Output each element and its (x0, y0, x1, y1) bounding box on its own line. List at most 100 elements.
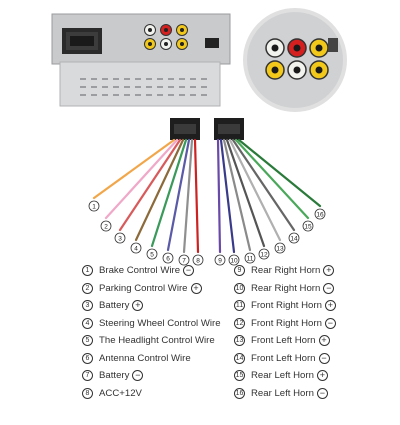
legend-number: 7 (82, 370, 93, 381)
svg-text:15: 15 (304, 224, 312, 231)
plus-icon: + (323, 265, 335, 276)
legend-label: Rear Right Horn (251, 265, 321, 276)
legend-label: Steering Wheel Control Wire (99, 317, 221, 329)
wire-7 (182, 138, 194, 254)
legend-label: Rear Left Horn (251, 387, 314, 399)
legend-item: 16 Rear Left Horn− (234, 387, 328, 399)
wire-15 (234, 138, 310, 220)
legend-number: 11 (234, 300, 245, 311)
wire-5 (150, 138, 188, 248)
plus-icon: + (324, 300, 336, 311)
minus-icon: − (316, 387, 328, 399)
legend-item: 2 Parking Control Wire+ (82, 282, 202, 294)
plus-icon: + (190, 282, 202, 294)
right-connector (214, 118, 244, 140)
wire-14 (231, 138, 296, 232)
legend-item: 8 ACC+12V (82, 387, 142, 399)
legend-number: 6 (82, 352, 93, 364)
svg-text:7: 7 (182, 258, 186, 265)
legend-label: Parking Control Wire (99, 282, 188, 294)
svg-text:4: 4 (134, 246, 138, 253)
wire-4 (134, 138, 185, 242)
svg-text:3: 3 (118, 236, 122, 243)
wire-9 (216, 138, 222, 254)
wire-2 (104, 138, 179, 220)
legend-number: 8 (82, 387, 93, 399)
usb-port-large (328, 38, 338, 52)
usb-port (205, 38, 219, 48)
minus-icon: − (318, 352, 330, 364)
svg-text:8: 8 (196, 258, 200, 265)
wire-tag-9: 9 (214, 254, 226, 266)
rca-magnifier (243, 8, 347, 112)
wire-tag-3: 3 (114, 232, 126, 244)
wire-tag-14: 14 (288, 232, 300, 244)
minus-icon: − (183, 265, 195, 276)
legend-label: Front Right Horn (251, 317, 322, 329)
legend-label: ACC+12V (99, 387, 142, 399)
svg-text:2: 2 (104, 224, 108, 231)
legend-item: 12 Front Right Horn− (234, 317, 336, 329)
legend-item: 11 Front Right Horn+ (234, 300, 336, 311)
rca-panel (144, 24, 188, 50)
wire-tag-12: 12 (258, 248, 270, 260)
wire-11 (222, 138, 252, 252)
wire-3 (118, 138, 182, 232)
wire-tag-7: 7 (178, 254, 190, 266)
legend-label: Rear Right Horn (251, 282, 321, 294)
plus-icon: + (316, 370, 328, 381)
svg-text:9: 9 (218, 258, 222, 265)
svg-text:10: 10 (230, 258, 238, 265)
legend-number: 14 (234, 352, 245, 364)
legend-label: Front Right Horn (251, 300, 322, 311)
svg-text:12: 12 (260, 252, 268, 259)
legend-item: 5 The Headlight Control Wire (82, 335, 215, 346)
radio-unit (51, 13, 231, 107)
minus-icon: − (324, 317, 336, 329)
plus-icon: + (132, 300, 144, 311)
wire-tag-4: 4 (130, 242, 142, 254)
legend-number: 16 (234, 387, 245, 399)
plus-icon: + (318, 335, 330, 346)
wire-tag-11: 11 (244, 252, 256, 264)
legend-label: Antenna Control Wire (99, 352, 191, 364)
legend-number: 3 (82, 300, 93, 311)
svg-text:1: 1 (92, 204, 96, 211)
legend-number: 10 (234, 282, 245, 294)
wire-6 (166, 138, 191, 252)
wire-16 (237, 138, 322, 208)
legend-item: 10 Rear Right Horn− (234, 282, 335, 294)
legend-label: Brake Control Wire (99, 265, 181, 276)
svg-text:13: 13 (276, 246, 284, 253)
legend-number: 13 (234, 335, 245, 346)
svg-text:5: 5 (150, 252, 154, 259)
wire-tag-16: 16 (314, 208, 326, 220)
left-connector (170, 118, 200, 140)
wire-12 (225, 138, 266, 248)
legend-label: The Headlight Control Wire (99, 335, 215, 346)
legend-number: 12 (234, 317, 245, 329)
wire-tag-10: 10 (228, 254, 240, 266)
legend-number: 2 (82, 282, 93, 294)
minus-icon: − (323, 282, 335, 294)
legend-item: 13 Front Left Horn+ (234, 335, 330, 346)
legend-label: Battery (99, 300, 130, 311)
vent-slots (80, 78, 207, 96)
svg-text:11: 11 (247, 256, 254, 263)
wire-tag-2: 2 (100, 220, 112, 232)
svg-text:6: 6 (166, 256, 170, 263)
legend-item: 6 Antenna Control Wire (82, 352, 191, 364)
legend-number: 5 (82, 335, 93, 346)
iso-connector-socket (62, 28, 102, 54)
legend-label: Battery (99, 370, 130, 381)
legend-label: Front Left Horn (251, 335, 316, 346)
wire-1 (92, 138, 176, 200)
legend-label: Rear Left Horn (251, 370, 314, 381)
